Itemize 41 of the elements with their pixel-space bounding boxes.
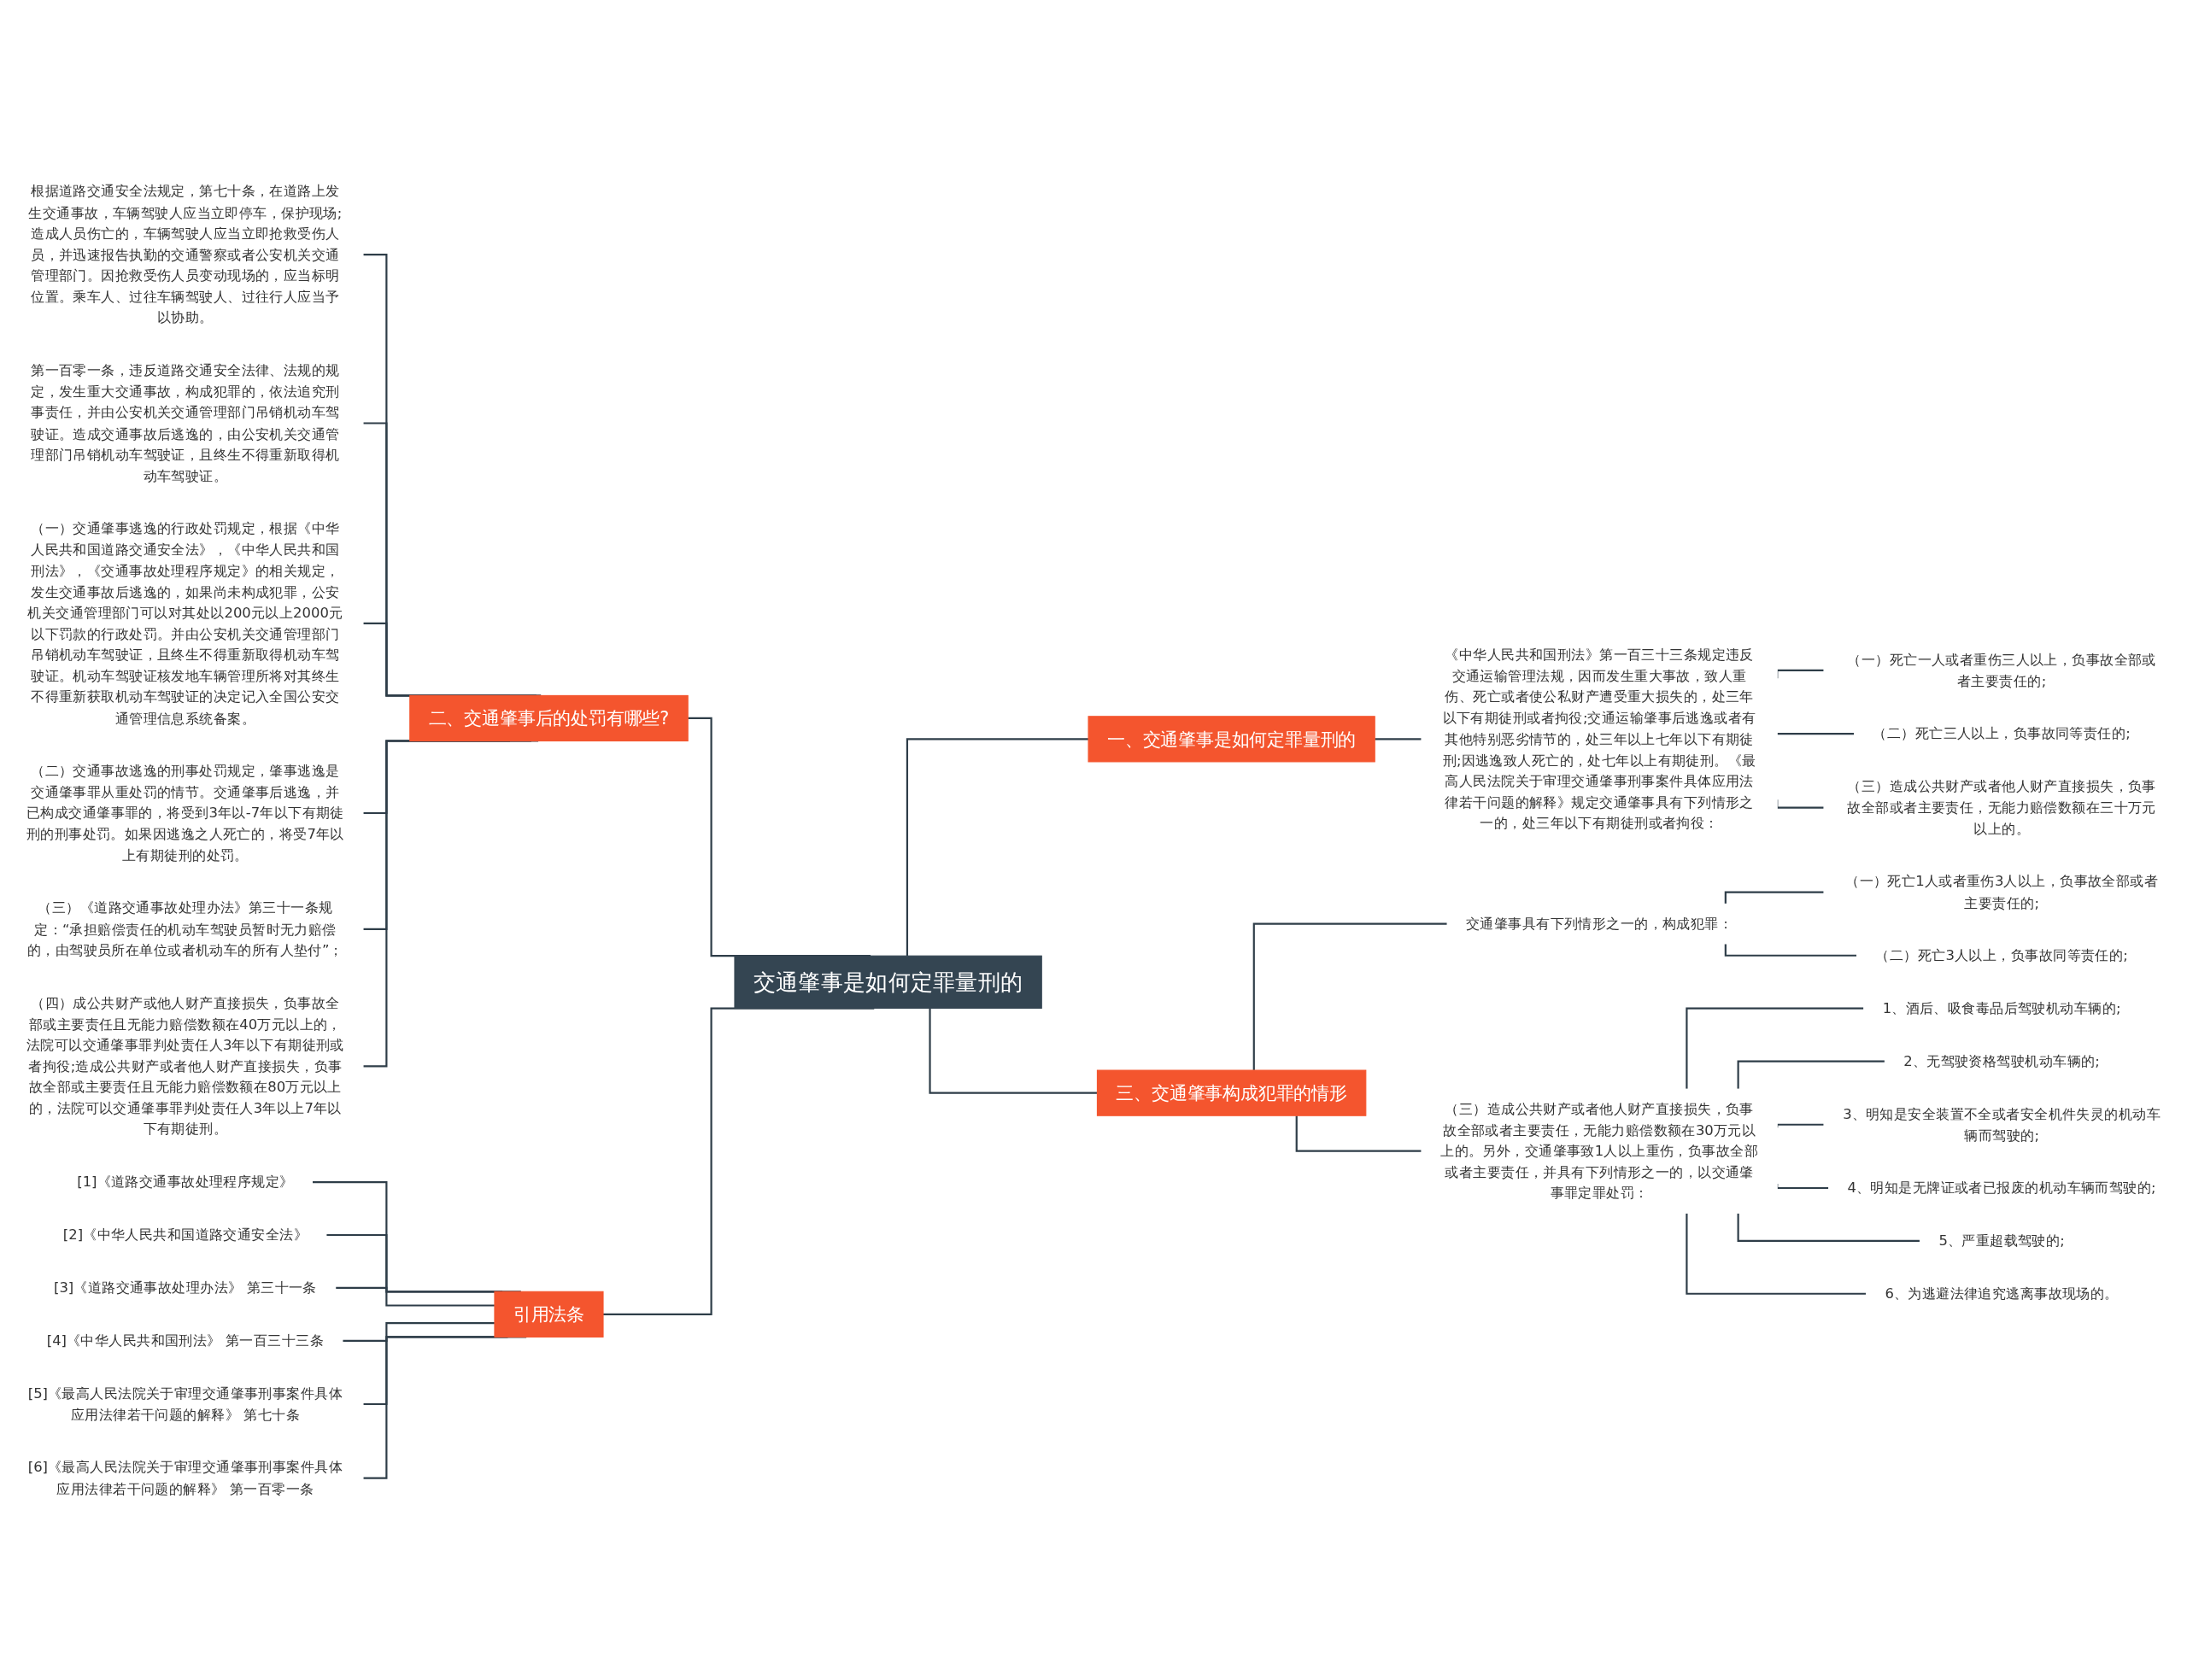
node-text: （三）造成公共财产或者他人财产直接损失，负事故全部或者主要责任，无能力赔偿数额在30万元以上的。另外，交通肇事致1人以上重伤，负事故全部或者主要责任，并具有下列情形之一的，以交通肇事罪定罪处罚： <box>1440 1100 1759 1202</box>
connector <box>1724 891 1824 904</box>
node-text: （二）死亡3人以上，负事故同等责任的; <box>1875 946 2128 964</box>
connector <box>929 1008 1098 1094</box>
connector <box>1686 1007 1864 1090</box>
node-text: （二）交通事故逃逸的刑事处罚规定，肇事逃逸是交通肇事罪从重处罚的情节。交通肇事后逃逸，并已构成交通肇事罪的，将受到3年以-7年以下有期徒刑的刑事处罚。如果因逃逸之人死亡的，将受7年以上有期徒刑的处罚。 <box>26 762 344 863</box>
node-text: 根据道路交通安全法规定，第七十条，在道路上发生交通事故，车辆驾驶人应当立即停车，保护现场;造成人员伤亡的，车辆驾驶人应当立即抢救受伤人员，并迅速报告执勤的交通警察或者公安机关交通管理部门。因抢救受伤人员变动现场的，应当标明位置。乘车人、过往车辆驾驶人、过往行人应当予以协助。 <box>28 183 343 326</box>
node-text: 6、为逃避法律追究逃离事故现场的。 <box>1885 1285 2119 1302</box>
node-text: （二）死亡三人以上，负事故同等责任的; <box>1873 725 2131 742</box>
node-text: （四）成公共财产或他人财产直接损失，负事故全部或主要责任且无能力赔偿数额在40万元以上的，法院可以交通肇事罪判处责任人3年以下有期徒刑或者拘役;造成公共财产或者他人财产直接损失，负事故全部或主要责任且无能力赔偿数额在80万元以上的，法院可以交通肇事罪判处责任人3年以上7年以下有期徒刑。 <box>26 994 344 1138</box>
connector <box>1295 1115 1422 1152</box>
node-text: [6]《最高人民法院关于审理交通肇事刑事案件具体应用法律若干问题的解释》 第一百零一条 <box>27 1459 343 1497</box>
node-text: （一）死亡一人或者重伤三人以上，负事故全部或者主要责任的; <box>1847 651 2156 689</box>
node-text: 《中华人民共和国刑法》第一百三十三条规定违反交通运输管理法规，因而发生重大事故，致人重伤、死亡或者使公私财产遭受重大损失的，处三年以下有期徒刑或者拘役;交通运输肇事后逃逸或者有其他特别恶劣情节的，处三年以上七年以下有期徒刑;因逃逸致人死亡的，处七年以上有期徒刑。《最高人民法院关于审理交通肇事刑事案件具体应用法律若干问题的解释》规定交通肇事具有下列情形之一的，处三年以下有期徒刑或者拘役： <box>1442 646 1756 832</box>
node-box: 一、交通肇事是如何定罪量刑的 <box>1088 716 1375 763</box>
node-box: 二、交通肇事后的处罚有哪些? <box>409 694 689 742</box>
node-text: 1、酒后、吸食毒品后驾驶机动车辆的; <box>1882 999 2121 1017</box>
node-text: 3、明知是安全装置不全或者安全机件失灵的机动车辆而驾驶的; <box>1843 1105 2161 1144</box>
node-text: [2]《中华人民共和国道路交通安全法》 <box>62 1226 308 1244</box>
node-text: 2、无驾驶资格驾驶机动车辆的; <box>1903 1052 2100 1070</box>
node-text: （三）造成公共财产或者他人财产直接损失，负事故全部或者主要责任，无能力赔偿数额在三十万元以上的。 <box>1847 777 2156 837</box>
connector <box>1252 922 1448 1071</box>
connector <box>1737 1213 1920 1242</box>
node-text: [5]《最高人民法院关于审理交通肇事刑事案件具体应用法律若干问题的解释》 第七十条 <box>27 1384 343 1423</box>
node-box: 引用法条 <box>494 1291 604 1338</box>
node-text: 4、明知是无牌证或者已报废的机动车辆而驾驶的; <box>1847 1179 2156 1197</box>
node-box: 三、交通肇事构成犯罪的情形 <box>1096 1069 1367 1116</box>
node-text: 5、严重超载驾驶的; <box>1938 1232 2065 1250</box>
connector <box>1724 943 1857 957</box>
connector <box>1737 1060 1885 1090</box>
node-text: （一）交通肇事逃逸的行政处罚规定，根据《中华人民共和国道路交通安全法》，《中华人民共和国刑法》，《交通事故处理程序规定》的相关规定，发生交通事故后逃逸的，如果尚未构成犯罪，公安机关交通管理部门可以对其处以200元以上2000元以下罚款的行政处罚。并由公安机关交通管理部门吊销机动车驾驶证，且终生不得重新取得机动车驾驶证。机动车驾驶证核发地车辆管理所将对其终生不得重新获取机动车驾驶证的决定记入全国公安交通管理信息系统备案。 <box>27 519 343 727</box>
node-text: [1]《道路交通事故处理程序规定》 <box>77 1174 294 1191</box>
connector <box>1686 1213 1867 1295</box>
node-text: [4]《中华人民共和国刑法》 第一百三十三条 <box>46 1332 325 1349</box>
connector <box>906 738 1089 957</box>
node-text: 交通肇事具有下列情形之一的，构成犯罪： <box>1466 915 1733 933</box>
node-text: 第一百零一条，违反道路交通安全法律、法规的规定，发生重大交通事故，构成犯罪的，依法追究刑事责任，并由公安机关交通管理部门吊销机动车驾驶证。造成交通事故后逃逸的，由公安机关交通管理部门吊销机动车驾驶证，且终生不得重新取得机动车驾驶证。 <box>31 361 340 484</box>
node-text: [3]《道路交通事故处理办法》 第三十一条 <box>53 1279 317 1297</box>
node-text: （一）死亡1人或者重伤3人以上，负事故全部或者主要责任的; <box>1845 873 2159 911</box>
node-box: 交通肇事是如何定罪量刑的 <box>734 955 1042 1010</box>
node-text: （三）《道路交通事故处理办法》第三十一条规定：“承担赔偿责任的机动车驾驶员暂时无力赔偿的，由驾驶员所在单位或者机动车的所有人垫付”； <box>26 899 343 959</box>
